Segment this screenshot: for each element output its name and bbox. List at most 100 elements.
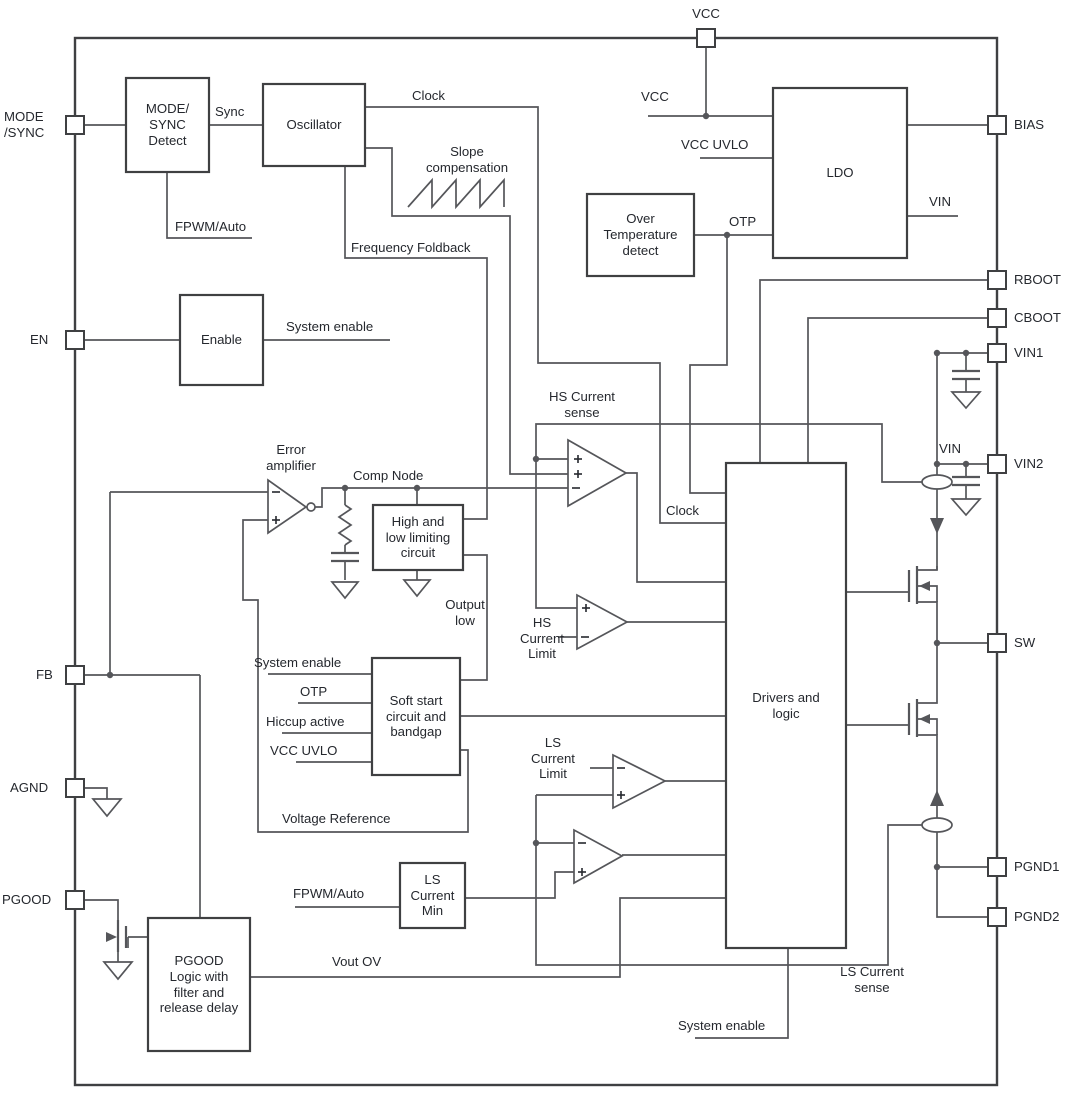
block-outlines xyxy=(124,76,909,1053)
pin-cboot xyxy=(987,308,1007,328)
wire-rboot xyxy=(759,279,987,463)
resistor-icon xyxy=(337,504,353,546)
wire-ls-current-sense xyxy=(535,795,922,966)
mosfet-high-side-icon xyxy=(907,566,938,643)
label-fpwm-auto-bottom: FPWM/Auto xyxy=(293,886,365,901)
ic-boundary xyxy=(73,36,999,1087)
label-otp-ss: OTP xyxy=(300,684,328,699)
label-slope-compensation: Slope compensation xyxy=(425,144,509,175)
pin-mode-sync xyxy=(65,115,85,135)
label-error-amplifier: Error amplifier xyxy=(266,442,316,473)
label-hs-current-limit: HS Current Limit xyxy=(520,615,564,662)
pin-fb xyxy=(65,665,85,685)
wire-pgood-pin xyxy=(85,899,119,920)
current-arrow-down-icon xyxy=(930,518,944,534)
pin-sw xyxy=(987,633,1007,653)
label-system-enable-top: System enable xyxy=(286,319,374,334)
pin-pgnd1 xyxy=(987,857,1007,877)
label-frequency-foldback: Frequency Foldback xyxy=(351,240,471,255)
capacitor-comp-icon xyxy=(331,551,359,563)
wire-system-enable-bottom xyxy=(695,948,789,1039)
label-vin-ldo: VIN xyxy=(929,194,951,209)
pin-label-cboot: CBOOT xyxy=(1014,310,1061,325)
pin-label-pgnd2: PGND2 xyxy=(1014,909,1060,924)
block-ls-current-min-label: LS Current Min xyxy=(410,871,455,919)
label-output-low: Output low xyxy=(445,597,485,628)
pin-label-vin2: VIN2 xyxy=(1014,456,1044,471)
wires xyxy=(85,48,987,1039)
pin-en xyxy=(65,330,85,350)
pin-vin1 xyxy=(987,343,1007,363)
label-system-enable-bottom: System enable xyxy=(678,1018,766,1033)
block-enable-label: Enable xyxy=(200,332,243,348)
wire-otp-run xyxy=(689,235,728,494)
label-clock-mid: Clock xyxy=(666,503,699,518)
wire-frequency-foldback xyxy=(344,166,488,520)
label-sync: Sync xyxy=(215,104,245,119)
wire-pwm-comp-out xyxy=(626,472,726,583)
label-vcc-uvlo-ss: VCC UVLO xyxy=(270,743,338,758)
pin-label-vin1: VIN1 xyxy=(1014,345,1044,360)
wire-comp-node xyxy=(315,487,568,508)
wire-fpwm-auto-top xyxy=(166,172,252,239)
wire-vout-ov xyxy=(250,897,726,978)
wire-ls-min-out xyxy=(465,871,574,899)
block-over-temperature xyxy=(585,192,696,278)
ground-icon xyxy=(102,961,134,981)
label-hs-current-sense: HS Current sense xyxy=(549,389,615,420)
block-high-low-limiting xyxy=(371,503,465,572)
label-fpwm-auto-top: FPWM/Auto xyxy=(175,219,247,234)
wire-slope-compensation xyxy=(365,147,568,475)
pin-bias xyxy=(987,115,1007,135)
pin-label-rboot: RBOOT xyxy=(1014,272,1061,287)
block-oscillator-label: Oscillator xyxy=(286,117,342,133)
wire-clock xyxy=(365,106,726,524)
block-pgood-logic xyxy=(146,916,252,1053)
wire-output-low xyxy=(460,554,488,681)
block-mode-sync-detect xyxy=(124,76,211,174)
mosfet-pgood-icon xyxy=(106,920,129,962)
label-system-enable-ss: System enable xyxy=(254,655,342,670)
hs-current-sense-element-icon xyxy=(921,474,953,490)
pwm-comparator-icon xyxy=(567,438,628,508)
label-vcc-uvlo-ldo: VCC UVLO xyxy=(681,137,749,152)
sawtooth-waveform-icon xyxy=(407,177,505,210)
wire-cboot xyxy=(807,317,987,463)
hs-current-limit-comparator-icon xyxy=(576,593,629,651)
wire-agnd xyxy=(85,787,108,799)
label-vcc-ldo: VCC xyxy=(641,89,669,104)
ground-icon xyxy=(330,581,360,600)
label-ls-current-limit: LS Current Limit xyxy=(531,735,575,782)
label-vout-ov: Vout OV xyxy=(332,954,382,969)
pin-label-agnd: AGND xyxy=(10,780,49,795)
pin-label-mode-sync: MODE /SYNC xyxy=(4,109,45,140)
pin-label-en: EN xyxy=(30,332,49,347)
pin-vin2 xyxy=(987,454,1007,474)
zero-cross-comparator-icon xyxy=(573,828,624,885)
error-amplifier-icon xyxy=(267,478,316,535)
block-high-low-limiting-label: High and low limiting circuit xyxy=(385,513,451,561)
wire-pgnd2 xyxy=(936,867,987,918)
pin-pgood xyxy=(65,890,85,910)
capacitor-vin1-icon xyxy=(952,369,980,381)
label-comp-node: Comp Node xyxy=(353,468,424,483)
block-drivers-logic-label: Drivers and logic xyxy=(752,689,820,721)
capacitor-vin2-icon xyxy=(952,475,980,487)
pin-rboot xyxy=(987,270,1007,290)
pin-label-sw: SW xyxy=(1014,635,1036,650)
ground-icon xyxy=(950,391,982,410)
block-soft-start xyxy=(370,656,462,777)
block-enable xyxy=(178,293,265,387)
block-drivers-logic xyxy=(724,461,848,950)
block-ldo xyxy=(771,86,909,260)
pin-vcc xyxy=(696,28,716,48)
ls-current-limit-comparator-icon xyxy=(612,753,667,810)
mosfet-low-side-icon xyxy=(907,643,938,818)
label-ls-current-sense: LS Current sense xyxy=(840,964,904,995)
pin-label-pgood: PGOOD xyxy=(2,892,52,907)
pin-pgnd2 xyxy=(987,907,1007,927)
current-arrow-up-icon xyxy=(930,790,944,806)
pin-agnd xyxy=(65,778,85,798)
label-hiccup-active: Hiccup active xyxy=(266,714,345,729)
block-soft-start-label: Soft start circuit and bandgap xyxy=(385,692,447,740)
